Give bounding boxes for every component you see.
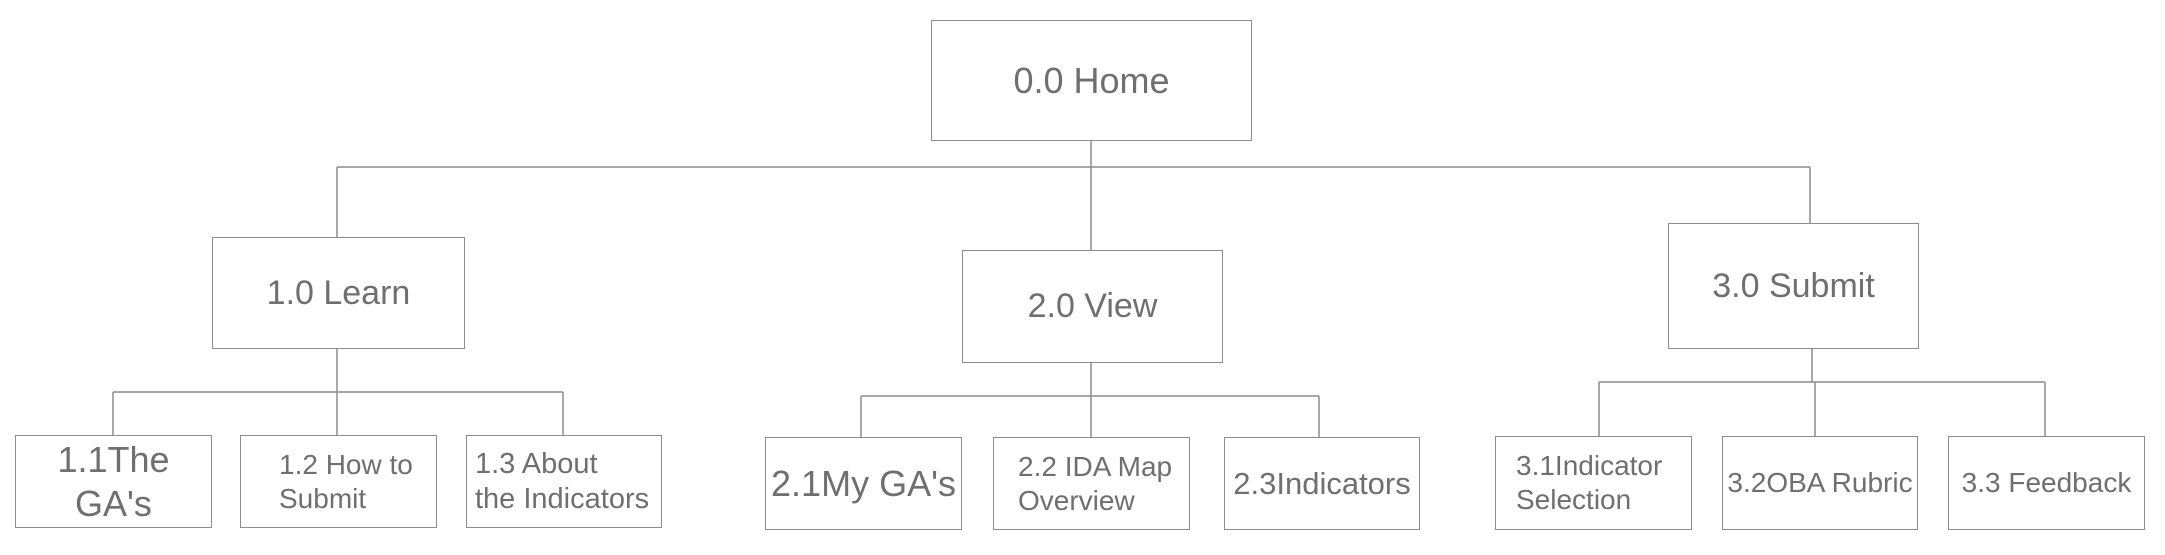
node-2-2-label: 2.2 IDA Map Overview: [1018, 450, 1173, 516]
node-submit-label: 3.0 Submit: [1712, 266, 1875, 305]
node-home-label: 0.0 Home: [1013, 59, 1170, 101]
node-learn: 1.0 Learn: [212, 237, 465, 349]
node-learn-label: 1.0 Learn: [266, 273, 411, 312]
node-3-3-label: 3.3 Feedback: [1961, 467, 2132, 499]
node-1-2-label: 1.2 How to Submit: [279, 448, 413, 514]
node-submit: 3.0 Submit: [1668, 223, 1919, 349]
node-2-2: 2.2 IDA Map Overview: [993, 437, 1190, 530]
node-home: 0.0 Home: [931, 20, 1252, 141]
node-1-1-label: 1.1The GA's: [57, 439, 170, 524]
node-1-3: 1.3 About the Indicators: [466, 435, 662, 528]
node-view-label: 2.0 View: [1027, 287, 1158, 326]
node-2-3-label: 2.3Indicators: [1233, 465, 1411, 501]
node-view: 2.0 View: [962, 250, 1223, 363]
node-3-2-label: 3.2OBA Rubric: [1727, 467, 1913, 499]
node-3-1-label: 3.1Indicator Selection: [1516, 450, 1663, 515]
node-2-1: 2.1My GA's: [765, 437, 962, 530]
node-3-3: 3.3 Feedback: [1948, 436, 2145, 530]
node-3-1: 3.1Indicator Selection: [1495, 436, 1692, 530]
node-3-2: 3.2OBA Rubric: [1722, 436, 1918, 530]
node-2-1-label: 2.1My GA's: [771, 462, 956, 504]
node-2-3: 2.3Indicators: [1224, 437, 1420, 530]
node-1-2: 1.2 How to Submit: [240, 435, 437, 528]
node-1-1: 1.1The GA's: [15, 435, 212, 528]
node-1-3-label: 1.3 About the Indicators: [475, 447, 650, 515]
